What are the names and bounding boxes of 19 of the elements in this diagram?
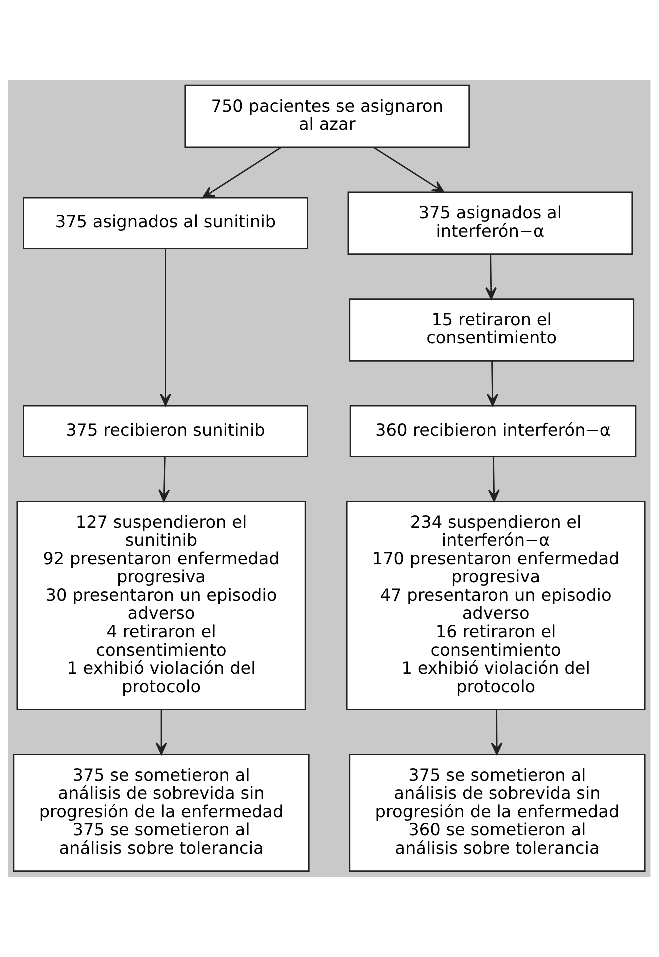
arrow (160, 248, 172, 406)
node-box: 360 recibieron interferón−α (350, 405, 637, 458)
arrow (491, 710, 503, 756)
arrow (486, 254, 498, 300)
arrow (486, 361, 499, 406)
node-box: 375 se sometieron al análisis de sobrevida sin progresión de la enfermedad 360 se sometieron al análisis sobre tolerancia (349, 754, 646, 872)
arrow (373, 146, 445, 194)
arrow (202, 146, 282, 199)
arrow (488, 457, 500, 502)
node-box: 127 suspendieron el sunitinib 92 presentaron enfermedad progresiva 30 presentaron un episodio adverso 4 retiraron el consentimiento 1 exhibió violación del protocolo (16, 501, 306, 710)
node-box: 375 se sometieron al análisis de sobrevida sin progresión de la enfermedad 375 se sometieron al análisis sobre tolerancia (13, 754, 310, 872)
node-box: 375 recibieron sunitinib (23, 405, 308, 458)
node-box: 375 asignados al interferón−α (348, 192, 634, 255)
node-box: 375 asignados al sunitinib (23, 197, 308, 250)
arrow (158, 457, 170, 502)
arrow (156, 710, 168, 756)
node-box: 15 retiraron el consentimiento (349, 298, 635, 362)
node-box: 750 pacientes se asignaron al azar (184, 84, 470, 148)
node-box: 234 suspendieron el interferón−α 170 presentaron enfermedad progresiva 47 presentaron un episodio adverso 16 retiraron el consentimiento 1 exhibió violación del protocolo (346, 501, 646, 710)
